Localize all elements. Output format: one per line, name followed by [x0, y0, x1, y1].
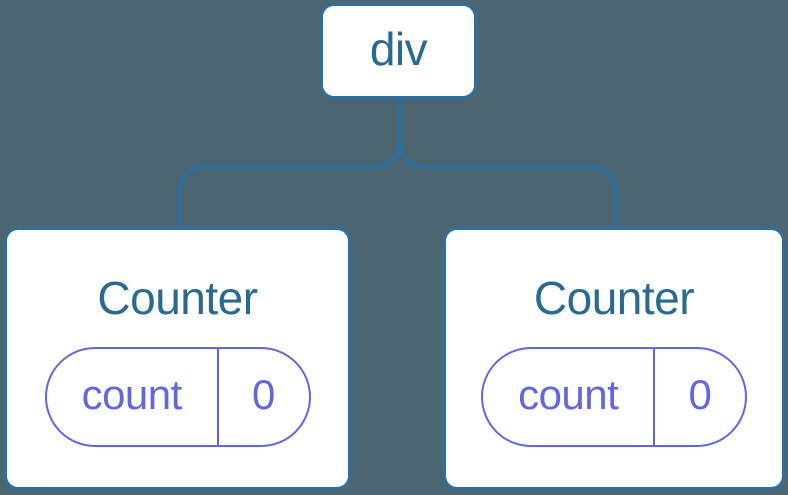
component-name: Counter [533, 272, 695, 324]
connector-right-branch [397, 99, 618, 228]
state-value: 0 [688, 371, 712, 418]
state-value: 0 [252, 371, 276, 418]
state-key: count [47, 349, 219, 445]
state-pill: count 0 [44, 347, 311, 447]
component-name: Counter [97, 272, 258, 324]
counter-card-left: Counter count 0 [4, 227, 351, 490]
counter-card-right: Counter count 0 [443, 227, 785, 490]
state-key: count [483, 349, 656, 445]
state-pill: count 0 [481, 347, 747, 447]
root-node-div: div [320, 3, 477, 99]
connector-left-branch [177, 99, 402, 228]
root-node-label: div [369, 23, 428, 75]
